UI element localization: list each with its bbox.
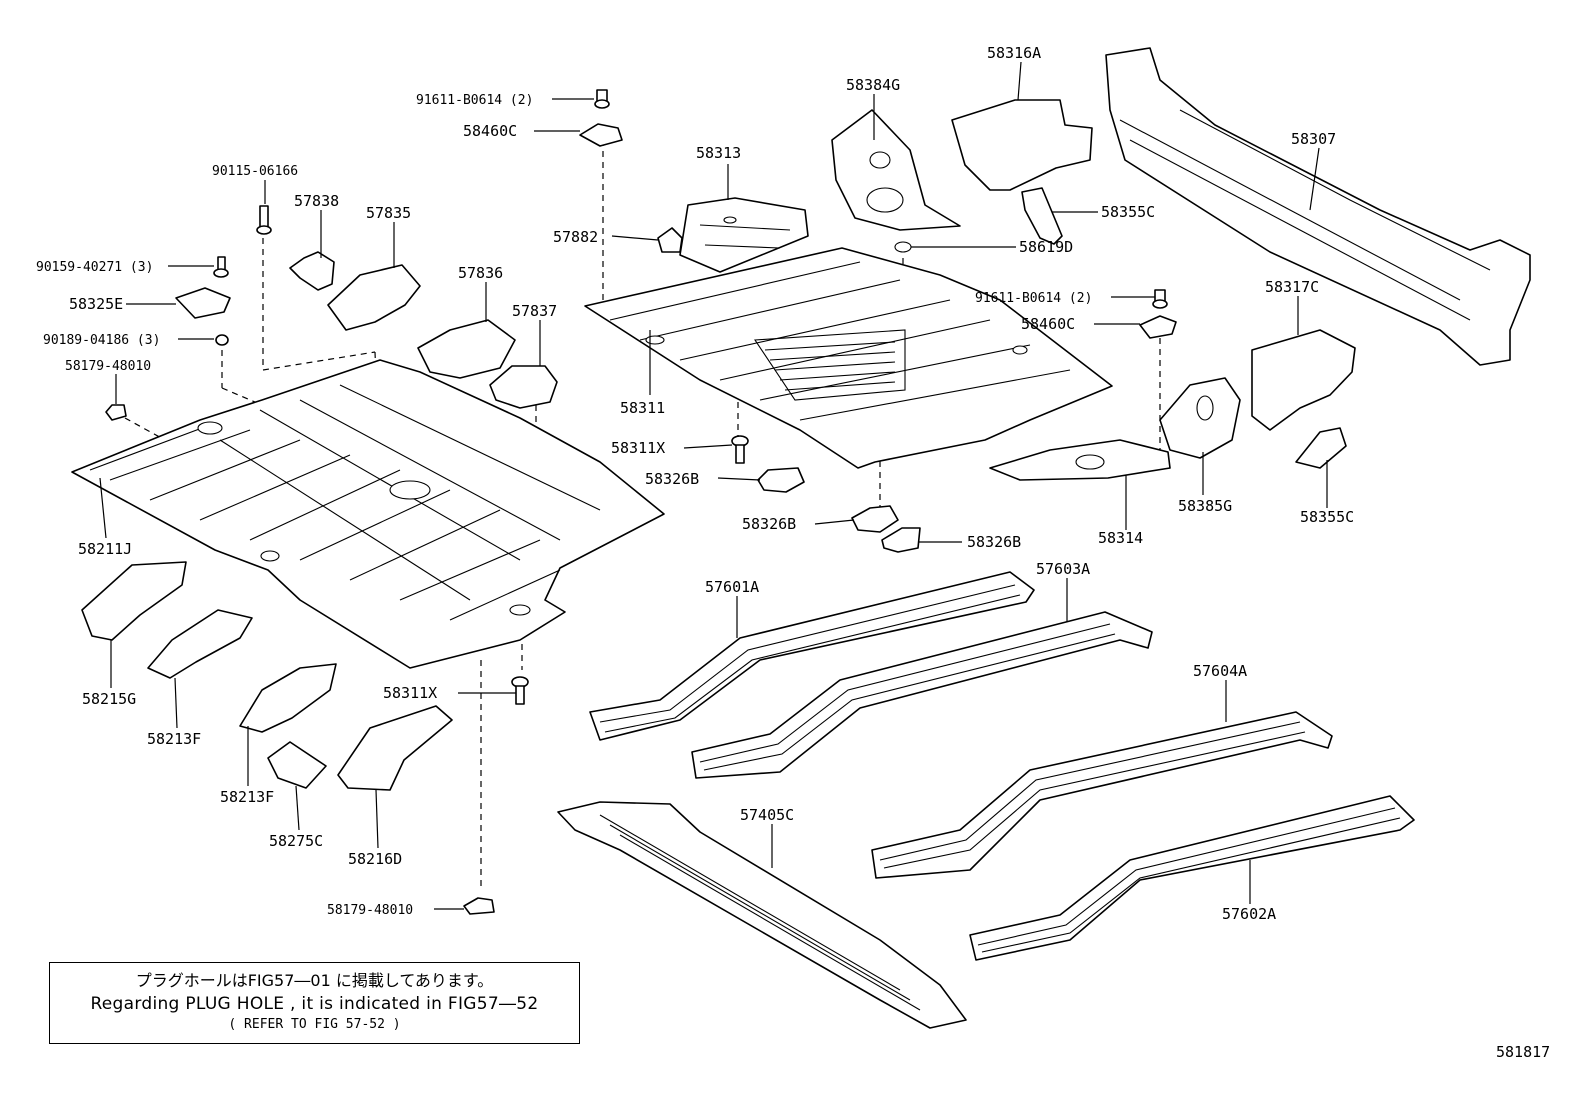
label-57604a: 57604A bbox=[1193, 662, 1247, 680]
label-57405c: 57405C bbox=[740, 806, 794, 824]
member-57604a bbox=[871, 711, 1333, 879]
member-57602a bbox=[969, 795, 1415, 961]
label-58211j: 58211J bbox=[78, 540, 132, 558]
label-90115-06166: 90115-06166 bbox=[212, 164, 298, 179]
bracket-58355c-top bbox=[1021, 187, 1063, 245]
member-57405c-detail bbox=[599, 814, 921, 1011]
bracket-58215g bbox=[81, 561, 187, 641]
hole-58314 bbox=[1075, 454, 1105, 470]
member-57603a-detail bbox=[699, 623, 1116, 771]
label-58355c-right: 58355C bbox=[1300, 508, 1354, 526]
bracket-58355c-right bbox=[1295, 427, 1347, 469]
label-58355c-top: 58355C bbox=[1101, 203, 1155, 221]
label-58179-48010-top: 58179-48010 bbox=[65, 359, 151, 374]
label-57837: 57837 bbox=[512, 302, 557, 320]
bracket-58326b-right bbox=[881, 527, 921, 553]
bolt-90159-40271 bbox=[213, 256, 229, 278]
member-57602a-detail bbox=[977, 807, 1401, 953]
hole-58384g bbox=[866, 187, 904, 213]
label-91611-b0614-top: 91611-B0614 (2) bbox=[416, 93, 533, 108]
label-58326b-mid: 58326B bbox=[645, 470, 699, 488]
leader-lines bbox=[99, 61, 1328, 910]
plate-58325e bbox=[175, 287, 231, 319]
bracket-58326b-left bbox=[851, 505, 899, 533]
grommet-58460c-top bbox=[579, 123, 623, 147]
bracket-57838 bbox=[289, 251, 335, 291]
label-58313: 58313 bbox=[696, 144, 741, 162]
label-57838: 57838 bbox=[294, 192, 339, 210]
label-58385g: 58385G bbox=[1178, 497, 1232, 515]
label-58307: 58307 bbox=[1291, 130, 1336, 148]
label-58460c-top: 58460C bbox=[463, 122, 517, 140]
bolt-58311x-mid bbox=[731, 435, 749, 464]
label-58384g: 58384G bbox=[846, 76, 900, 94]
member-57604a-detail bbox=[879, 721, 1306, 869]
nut-90189-04186 bbox=[215, 334, 229, 346]
label-57882: 57882 bbox=[553, 228, 598, 246]
label-58317c: 58317C bbox=[1265, 278, 1319, 296]
rocker-58307-detail bbox=[1119, 109, 1491, 321]
floor-pan-58211j bbox=[71, 359, 665, 669]
label-57601a: 57601A bbox=[705, 578, 759, 596]
bracket-58213f-a bbox=[147, 609, 253, 679]
bolt-91611-b0614-top bbox=[594, 89, 610, 109]
bracket-57835 bbox=[327, 264, 421, 331]
plug-58619d bbox=[894, 241, 912, 253]
bracket-58326b-mid bbox=[757, 467, 805, 493]
label-58314: 58314 bbox=[1098, 529, 1143, 547]
bracket-57836 bbox=[417, 319, 516, 379]
label-57603a: 57603A bbox=[1036, 560, 1090, 578]
label-58311: 58311 bbox=[620, 399, 665, 417]
panel-58317c bbox=[1251, 329, 1356, 431]
bracket-58275c bbox=[267, 741, 327, 789]
bracket-58216d bbox=[337, 705, 453, 791]
note-line-english: Regarding PLUG HOLE , it is indicated in… bbox=[90, 994, 539, 1014]
label-90159-40271: 90159-40271 (3) bbox=[36, 260, 153, 275]
plug-58179-48010-bottom bbox=[463, 897, 495, 915]
rocker-58307 bbox=[1105, 47, 1531, 366]
note-line-japanese: プラグホールはFIG57―01 に掲載してあります。 bbox=[135, 971, 494, 990]
bolt-91611-b0614-right bbox=[1152, 289, 1168, 309]
panel-58384g bbox=[831, 109, 961, 231]
label-58213f-b: 58213F bbox=[220, 788, 274, 806]
member-57601a-detail bbox=[599, 584, 1021, 733]
label-58311x-low: 58311X bbox=[383, 684, 437, 702]
bolt-58311x-lower bbox=[511, 676, 529, 705]
label-58215g: 58215G bbox=[82, 690, 136, 708]
note-line-reference: ( REFER TO FIG 57-52 ) bbox=[228, 1017, 401, 1032]
label-58275c: 58275C bbox=[269, 832, 323, 850]
panel-58316a bbox=[951, 99, 1093, 191]
grommet-58460c-right bbox=[1139, 315, 1177, 339]
label-58179-48010-bottom: 58179-48010 bbox=[327, 903, 413, 918]
bolt-90115-06166 bbox=[256, 205, 272, 235]
hole-58384g-b bbox=[869, 151, 891, 169]
label-58460c-right: 58460C bbox=[1021, 315, 1075, 333]
part-labels: 91611-B0614 (2) 58460C 58313 57882 58311… bbox=[36, 44, 1354, 923]
bracket-58313 bbox=[679, 197, 809, 273]
label-58326b-right: 58326B bbox=[967, 533, 1021, 551]
plug-58179-48010-top bbox=[105, 404, 127, 421]
hole-58385g bbox=[1196, 395, 1214, 421]
label-57835: 57835 bbox=[366, 204, 411, 222]
plug-hole-note: プラグホールはFIG57―01 に掲載してあります。 Regarding PLU… bbox=[49, 962, 580, 1044]
label-58213f-a: 58213F bbox=[147, 730, 201, 748]
label-57836: 57836 bbox=[458, 264, 503, 282]
figure-id: 581817 bbox=[1496, 1043, 1551, 1061]
label-58216d: 58216D bbox=[348, 850, 402, 868]
label-58316a: 58316A bbox=[987, 44, 1041, 62]
bracket-58213f-b bbox=[239, 663, 337, 733]
bracket-57837 bbox=[489, 365, 558, 409]
clip-57882 bbox=[657, 227, 683, 253]
member-57405c bbox=[557, 801, 967, 1029]
label-90189-04186: 90189-04186 (3) bbox=[43, 333, 160, 348]
floor-pan-58311 bbox=[584, 247, 1113, 469]
label-58619d: 58619D bbox=[1019, 238, 1073, 256]
label-57602a: 57602A bbox=[1222, 905, 1276, 923]
label-58311x-mid: 58311X bbox=[611, 439, 665, 457]
label-91611-b0614-right: 91611-B0614 (2) bbox=[975, 291, 1092, 306]
label-58325e: 58325E bbox=[69, 295, 123, 313]
label-58326b-left: 58326B bbox=[742, 515, 796, 533]
